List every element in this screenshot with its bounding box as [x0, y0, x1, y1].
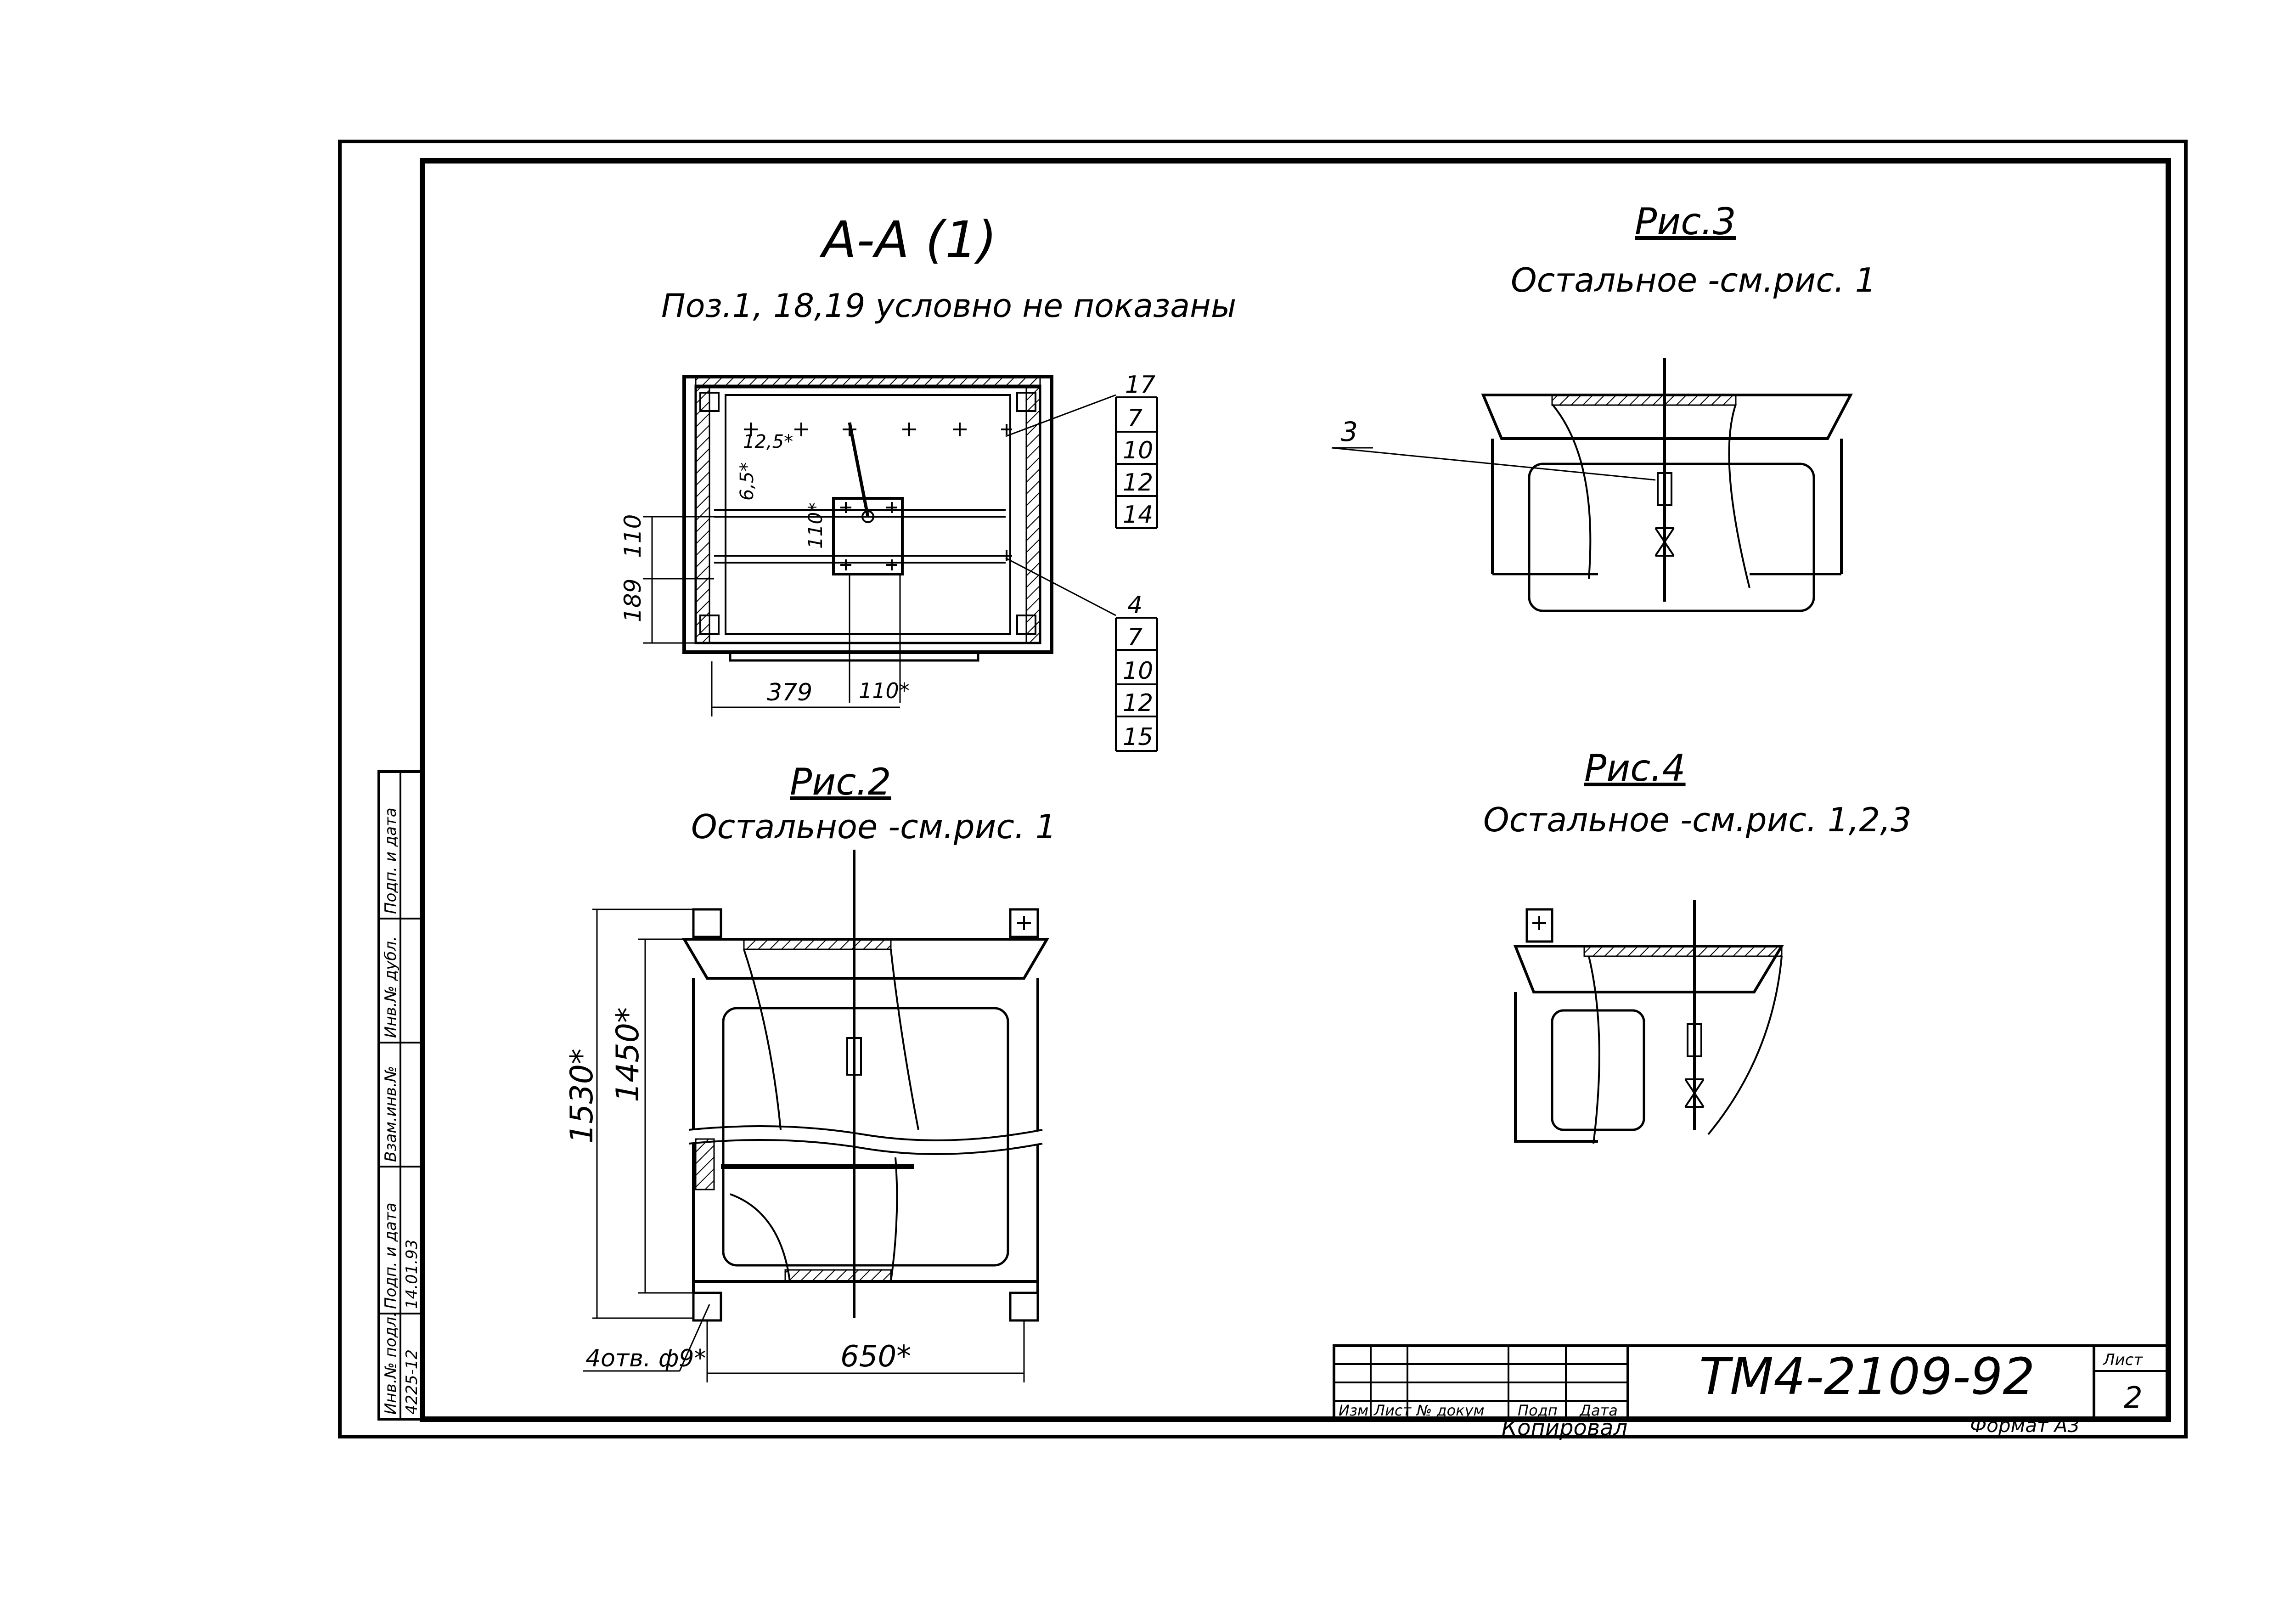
fig3-note: Остальное -см.рис. 1	[1511, 261, 1876, 299]
fig4-note: Остальное -см.рис. 1,2,3	[1483, 801, 1912, 839]
sheet-number: 2	[2124, 1381, 2143, 1415]
sheet-label: Лист	[2102, 1351, 2143, 1369]
title-block: Изм Лист № докум Подп Дата ТМ4-2109-92 Л…	[1333, 1344, 2170, 1421]
stamp-cell-2: Взам.инв.№	[382, 1066, 400, 1162]
fig3-leader: 3	[1341, 416, 1358, 447]
sheet-frame	[338, 140, 2188, 1438]
dim-110-left: 110	[619, 514, 646, 558]
dim-379: 379	[767, 679, 812, 706]
fig3-title: Рис.3	[1635, 200, 1736, 243]
column-date: Дата	[1579, 1402, 1618, 1419]
copied-label: Копировал	[1502, 1415, 1627, 1441]
column-doc: № докум	[1416, 1402, 1485, 1419]
dim-110-bottom: 110*	[859, 678, 910, 703]
stamp-cell-0: Инв.№ подл.	[382, 1312, 400, 1415]
callout-top-4: 14	[1123, 501, 1153, 529]
figure-3: Рис.3 Остальное -см.рис. 1 3	[1331, 200, 1876, 612]
stamp-value-0: 4225-12	[403, 1349, 421, 1415]
dim-189: 189	[619, 579, 646, 622]
fig4-title: Рис.4	[1584, 747, 1686, 790]
column-list: Лист	[1373, 1402, 1412, 1419]
section-aa-title: А-А (1)	[819, 210, 997, 269]
stamp-cell-1: Подп. и дата	[382, 1202, 400, 1309]
callout-bottom-4: 15	[1123, 723, 1153, 751]
dim-12-5: 12,5*	[743, 431, 793, 452]
callout-bottom-2: 10	[1123, 657, 1153, 685]
dim-110-inner: 110*	[804, 502, 827, 549]
callout-bottom-1: 7	[1127, 624, 1142, 651]
side-stamp: Инв.№ подл. Подп. и дата Взам.инв.№ Инв.…	[377, 770, 424, 1421]
fig2-title: Рис.2	[790, 761, 891, 803]
callout-table-top: 17 7 10 12 14	[1115, 371, 1158, 529]
figure-4: Рис.4 Остальное -см.рис. 1,2,3	[1483, 747, 1912, 1144]
drawing-code: ТМ4-2109-92	[1699, 1347, 2035, 1406]
column-izm: Изм	[1339, 1402, 1368, 1419]
holes-note: 4отв. ф9*	[585, 1345, 706, 1372]
stamp-value-1: 14.01.93	[403, 1240, 421, 1309]
stamp-cell-3: Инв.№ дубл.	[382, 936, 400, 1038]
callout-top-3: 12	[1123, 469, 1153, 496]
fastener-marks	[744, 423, 1012, 570]
dim-650: 650*	[840, 1340, 911, 1374]
section-aa-note: Поз.1, 18,19 условно не показаны	[661, 287, 1236, 325]
section-aa: А-А (1) Поз.1, 18,19 условно не показаны	[619, 210, 1236, 752]
column-sign: Подп	[1518, 1402, 1558, 1419]
callout-top-0: 17	[1125, 371, 1155, 399]
dim-6-5: 6,5*	[737, 462, 758, 501]
fig2-note: Остальное -см.рис. 1	[691, 807, 1057, 846]
callout-bottom-3: 12	[1123, 689, 1153, 717]
stamp-cell-4: Подп. и дата	[382, 807, 400, 914]
figure-2: Рис.2 Остальное -см.рис. 1 1530*	[564, 761, 1057, 1382]
dim-1450: 1450*	[610, 1007, 646, 1102]
callout-table-bottom: 4 7 10 12 15	[1115, 592, 1158, 752]
callout-top-1: 7	[1127, 405, 1142, 432]
callout-top-2: 10	[1123, 437, 1153, 464]
dim-1530: 1530*	[564, 1049, 600, 1144]
callout-bottom-0: 4	[1127, 592, 1142, 619]
format-label: Формат А3	[1970, 1414, 2080, 1437]
